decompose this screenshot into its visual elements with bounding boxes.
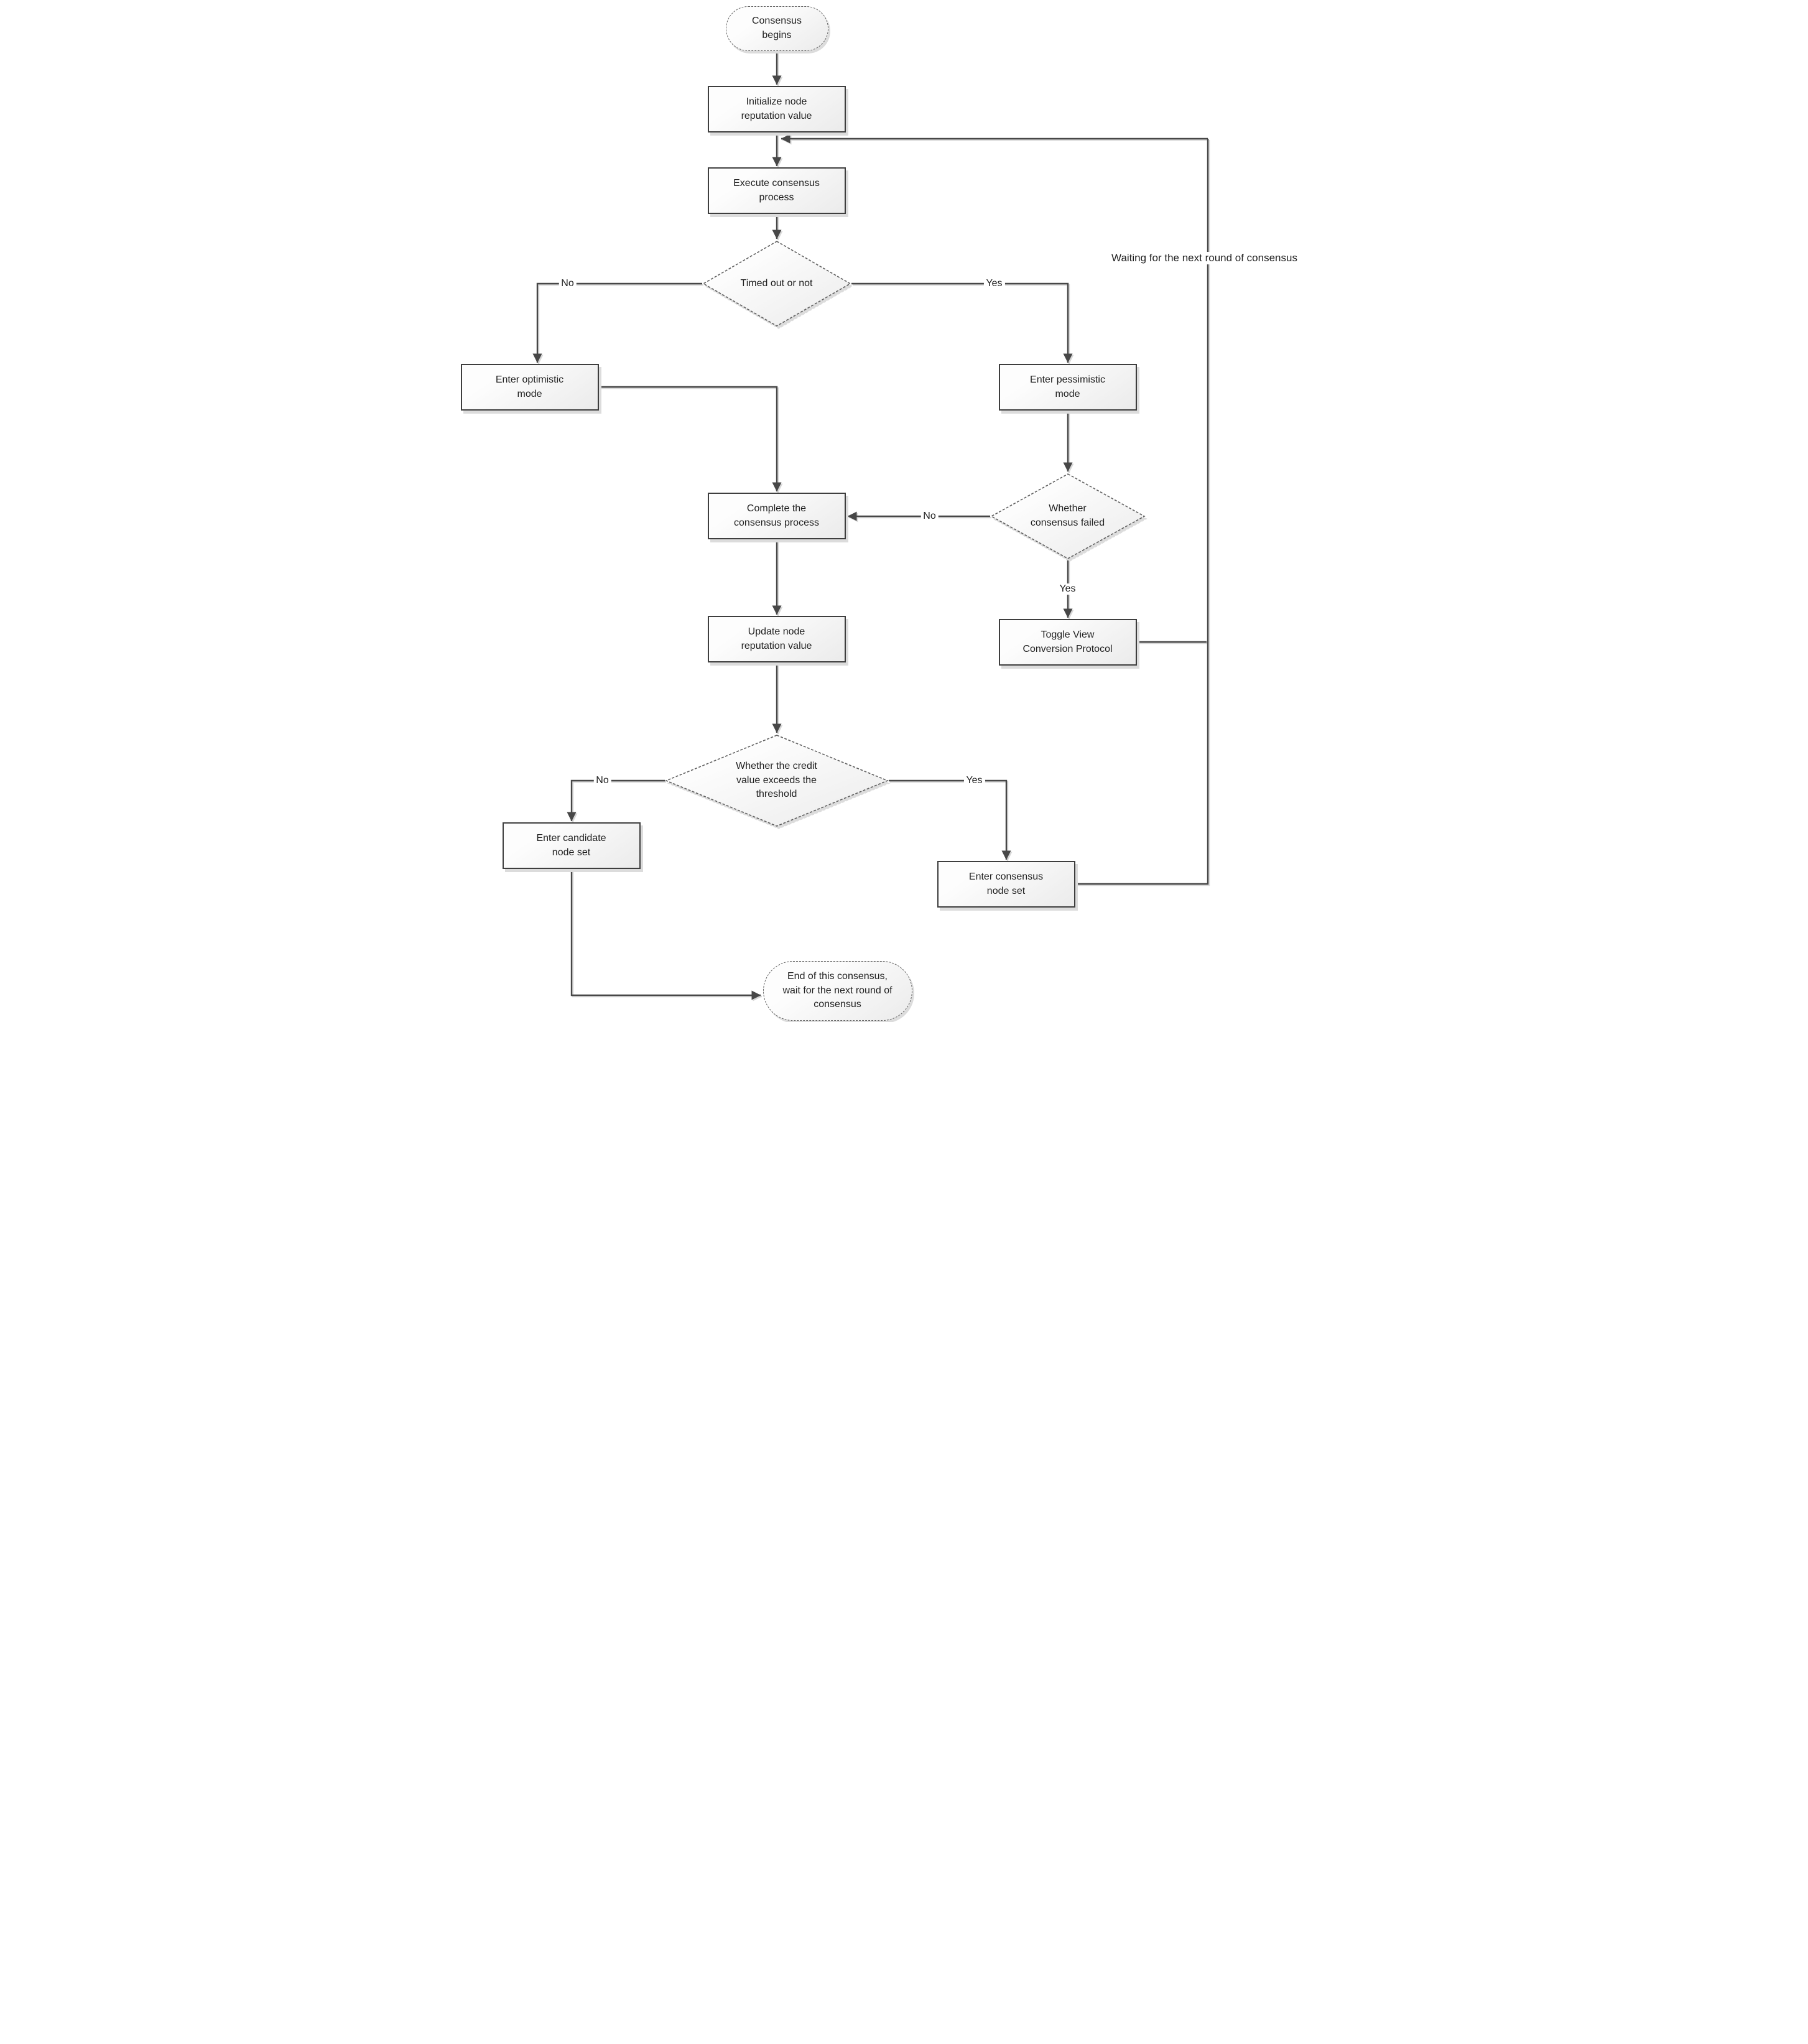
node-update-reputation: Update node reputation value — [707, 616, 846, 662]
node-enter-pessimistic-label: Enter pessimistic mode — [1030, 374, 1105, 399]
edge-candidate-to-end — [570, 869, 761, 1000]
node-enter-optimistic: Enter optimistic mode — [460, 364, 599, 411]
edge-timed-out-yes-to-pessimistic — [851, 282, 1072, 363]
edge-label-credit-yes: Yes — [963, 775, 985, 786]
node-initialize-reputation: Initialize node reputation value — [707, 86, 846, 132]
node-consensus-begins-label: Consensus begins — [751, 16, 802, 40]
connector-layer — [532, 51, 1208, 1000]
decision-credit-threshold: Whether the credit value exceeds the thr… — [664, 734, 889, 827]
node-consensus-begins: Consensus begins — [725, 6, 828, 51]
decision-consensus-failed-label: Whether consensus failed — [1030, 503, 1105, 528]
edge-credit-no-to-candidate — [567, 779, 665, 822]
node-toggle-view-protocol: Toggle View Conversion Protocol — [998, 619, 1137, 666]
diamond-shape — [990, 473, 1146, 559]
node-complete-consensus: Complete the consensus process — [707, 493, 846, 539]
node-update-reputation-label: Update node reputation value — [741, 626, 812, 651]
decision-timed-out-label: Timed out or not — [740, 277, 813, 289]
decision-consensus-failed: Whether consensus failed — [990, 473, 1146, 560]
node-toggle-view-protocol-label: Toggle View Conversion Protocol — [1022, 629, 1113, 654]
node-enter-candidate-set: Enter candidate node set — [502, 822, 641, 869]
decision-timed-out: Timed out or not — [702, 240, 851, 327]
edge-label-timed-out-yes: Yes — [983, 278, 1005, 289]
node-execute-consensus-label: Execute consensus process — [733, 177, 820, 203]
edge-optimistic-to-complete — [598, 386, 781, 492]
edge-label-timed-out-no: No — [559, 278, 577, 289]
node-enter-optimistic-label: Enter optimistic mode — [495, 374, 564, 399]
edge-consensus-set-to-loop — [1075, 139, 1208, 885]
node-execute-consensus: Execute consensus process — [707, 167, 846, 214]
flowchart-canvas: Consensus begins Initialize node reputat… — [452, 0, 1356, 1022]
diamond-shape — [702, 241, 851, 327]
decision-credit-threshold-label: Whether the credit value exceeds the thr… — [736, 760, 817, 800]
node-enter-candidate-set-label: Enter candidate node set — [536, 832, 606, 858]
node-end-consensus: End of this consensus, wait for the next… — [763, 961, 912, 1021]
node-complete-consensus-label: Complete the consensus process — [734, 503, 819, 528]
edge-label-credit-no: No — [593, 775, 611, 786]
diamond-shape — [664, 735, 889, 827]
edge-label-consensus-failed-no: No — [920, 511, 939, 522]
node-enter-consensus-set-label: Enter consensus node set — [968, 871, 1044, 896]
node-end-consensus-label: End of this consensus, wait for the next… — [782, 970, 892, 1010]
edge-label-consensus-failed-yes: Yes — [1057, 583, 1078, 595]
edge-label-waiting-next-round: Waiting for the next round of consensus — [1109, 252, 1300, 264]
node-initialize-reputation-label: Initialize node reputation value — [741, 96, 812, 121]
edge-credit-yes-to-consensus-set — [888, 779, 1011, 860]
node-enter-pessimistic: Enter pessimistic mode — [998, 364, 1137, 411]
node-enter-consensus-set: Enter consensus node set — [937, 861, 1075, 908]
edge-timed-out-no-to-optimistic — [532, 282, 702, 363]
